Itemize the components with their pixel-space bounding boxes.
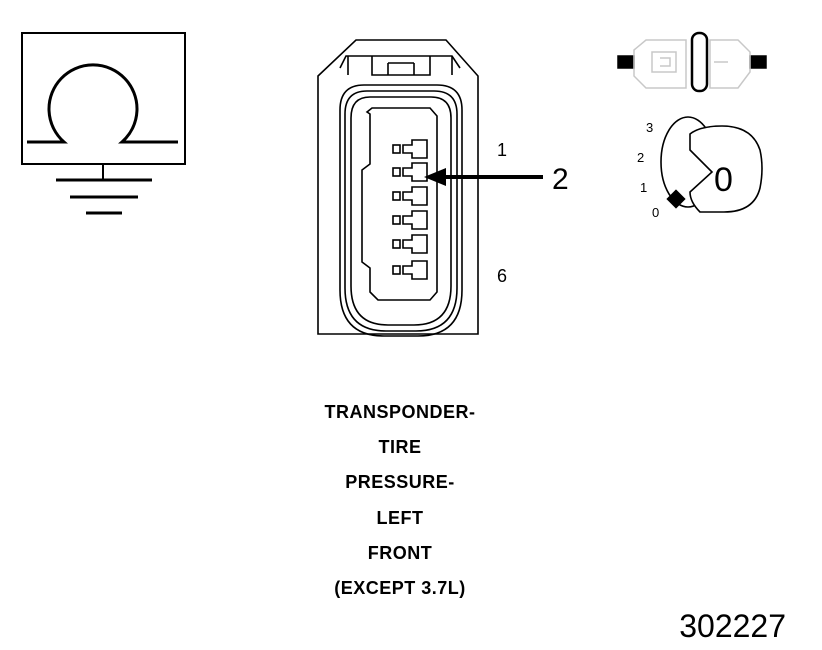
- caption-line-1: TRANSPONDER-: [324, 402, 476, 422]
- caption-line-2: TIRE: [378, 437, 422, 457]
- ignition-position-0: 0: [652, 205, 659, 220]
- caption-line-4: LEFT: [376, 508, 424, 528]
- resistance-ground-icon: [21, 32, 186, 215]
- figure-id: 302227: [679, 608, 786, 644]
- callout-arrow: [424, 168, 543, 186]
- callout-number: 2: [552, 163, 569, 196]
- ignition-position-2: 2: [637, 150, 644, 165]
- pin-label-1: 1: [497, 140, 507, 160]
- ignition-key-label: 0: [714, 161, 733, 199]
- caption-line-6: (EXCEPT 3.7L): [334, 578, 466, 598]
- connector-face: [317, 39, 479, 337]
- ignition-position-1: 1: [640, 180, 647, 195]
- connector-pins: [392, 139, 428, 280]
- caption-line-5: FRONT: [367, 543, 433, 563]
- connector-disconnect-icon: [617, 31, 767, 93]
- pin-label-6: 6: [497, 266, 507, 286]
- caption-line-3: PRESSURE-: [345, 472, 455, 492]
- ignition-key-icon: [660, 116, 763, 213]
- ignition-position-3: 3: [646, 120, 653, 135]
